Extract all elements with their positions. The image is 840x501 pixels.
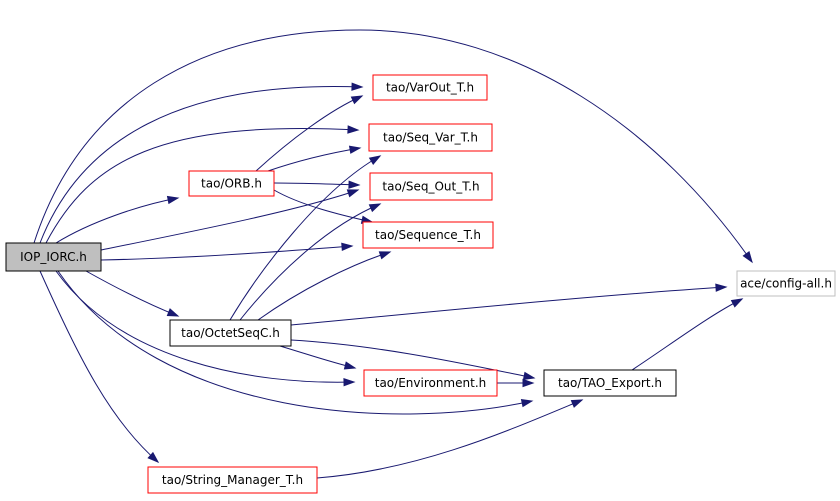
- edge-octetseqc-to-tao_export: [290, 339, 536, 381]
- edge-orb-to-sequence: [273, 189, 374, 224]
- node-orb[interactable]: tao/ORB.h: [188, 170, 275, 197]
- edge-tao_export-to-config_all: [631, 298, 744, 371]
- edge-iop_iorc-to-seq_out: [100, 189, 360, 251]
- edge-octetseqc-to-seq_out: [239, 203, 382, 321]
- edge-orb-to-seq_var: [267, 145, 362, 172]
- node-box: [147, 466, 318, 494]
- node-box: [372, 74, 488, 101]
- edge-orb-to-varout: [255, 95, 364, 172]
- node-label: tao/String_Manager_T.h: [162, 473, 303, 487]
- edge-iop_iorc-to-string_manager: [39, 270, 160, 464]
- node-box: [369, 172, 493, 201]
- node-iop-iorc: IOP_IORC.h: [5, 242, 102, 272]
- edges-layer: [33, 29, 753, 479]
- node-box: [543, 369, 677, 397]
- edge-iop_iorc-to-seq_var: [45, 125, 360, 244]
- node-string-manager[interactable]: tao/String_Manager_T.h: [147, 466, 318, 494]
- node-seq-out[interactable]: tao/Seq_Out_T.h: [369, 172, 493, 201]
- node-label: tao/Seq_Var_T.h: [383, 131, 478, 145]
- node-box: [188, 170, 275, 197]
- node-environment[interactable]: tao/Environment.h: [363, 369, 498, 397]
- edge-octetseqc-to-seq_var: [229, 155, 382, 321]
- node-box: [5, 242, 102, 272]
- nodes-layer: IOP_IORC.h tao/ORB.h tao/VarOut_T.h tao/Seq…: [5, 74, 836, 494]
- edge-iop_iorc-to-config_all: [33, 29, 753, 264]
- node-box: [368, 123, 493, 152]
- node-label: tao/TAO_Export.h: [558, 376, 662, 390]
- node-box: [736, 270, 836, 297]
- edge-octetseqc-to-sequence: [257, 251, 392, 321]
- edge-string_manager-to-tao_export: [316, 399, 584, 479]
- node-label: tao/Sequence_T.h: [375, 228, 481, 242]
- node-label: tao/VarOut_T.h: [386, 81, 474, 95]
- node-tao-export: tao/TAO_Export.h: [543, 369, 677, 397]
- node-label: tao/ORB.h: [201, 177, 262, 191]
- node-label: ace/config-all.h: [740, 277, 832, 291]
- node-label: tao/Seq_Out_T.h: [382, 180, 479, 194]
- node-label: IOP_IORC.h: [20, 250, 87, 264]
- node-box: [362, 221, 494, 249]
- node-config-all: ace/config-all.h: [736, 270, 836, 297]
- edge-orb-to-seq_out: [273, 180, 361, 189]
- edge-iop_iorc-to-environment: [55, 270, 356, 387]
- edge-iop_iorc-to-orb: [55, 195, 180, 244]
- edge-environment-to-tao_export: [497, 378, 535, 388]
- edge-octetseqc-to-config_all: [290, 283, 728, 326]
- node-varout[interactable]: tao/VarOut_T.h: [372, 74, 488, 101]
- edge-iop_iorc-to-varout: [39, 82, 364, 244]
- edge-iop_iorc-to-sequence: [100, 242, 354, 261]
- edge-iop_iorc-to-tao_export: [57, 270, 534, 415]
- node-label: tao/OctetSeqC.h: [181, 326, 280, 340]
- node-seq-var[interactable]: tao/Seq_Var_T.h: [368, 123, 493, 152]
- edge-iop_iorc-to-octetseqc: [85, 270, 180, 317]
- node-octetseqc: tao/OctetSeqC.h: [169, 319, 292, 347]
- node-box: [169, 319, 292, 347]
- edge-octetseqc-to-environment: [279, 345, 357, 370]
- node-sequence[interactable]: tao/Sequence_T.h: [362, 221, 494, 249]
- node-label: tao/Environment.h: [375, 376, 487, 390]
- node-box: [363, 369, 498, 397]
